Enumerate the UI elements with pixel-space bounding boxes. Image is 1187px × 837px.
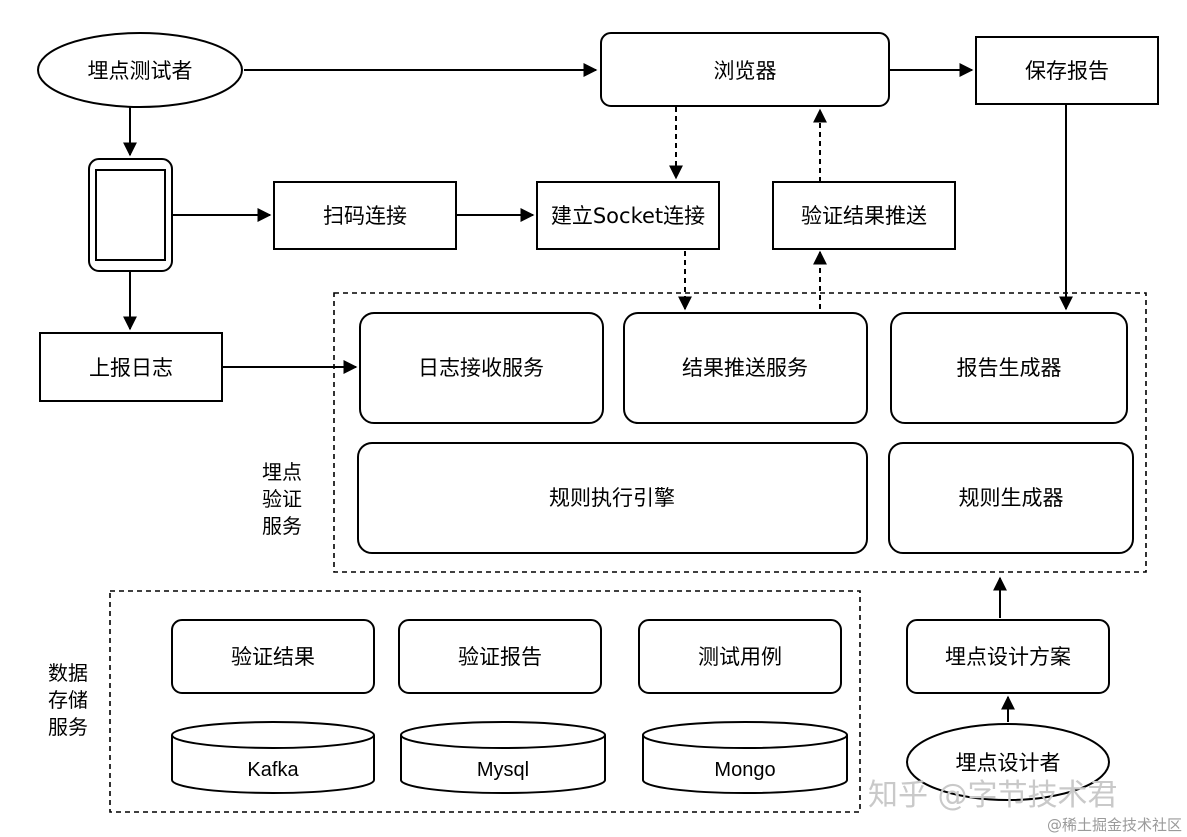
browser-label: 浏览器 — [714, 59, 777, 83]
verify-service-group-label: 埋点 验证 服务 — [262, 460, 302, 538]
scan-connect-label: 扫码连接 — [323, 204, 407, 228]
tester-label: 埋点测试者 — [88, 59, 193, 83]
node-push-service: 结果推送服务 — [623, 312, 868, 424]
result-push-label: 验证结果推送 — [801, 204, 927, 228]
node-scan-connect: 扫码连接 — [273, 181, 457, 250]
rule-engine-label: 规则执行引擎 — [549, 486, 675, 510]
node-tester: 埋点测试者 — [37, 32, 243, 108]
svg-text:数据: 数据 — [48, 661, 88, 685]
svg-text:服务: 服务 — [262, 514, 302, 538]
phone-icon — [88, 158, 173, 272]
edges — [123, 63, 1073, 722]
juejin-watermark: @稀土掘金技术社区 — [1047, 816, 1182, 834]
storage-service-group — [109, 590, 861, 813]
svg-text:存储: 存储 — [48, 688, 88, 712]
node-result-push: 验证结果推送 — [772, 181, 956, 250]
svg-text:验证: 验证 — [262, 487, 302, 511]
verify-result-label: 验证结果 — [231, 645, 315, 669]
node-socket-connect: 建立Socket连接 — [536, 181, 720, 250]
database-kafka-icon: Kafka — [171, 721, 375, 794]
test-case-label: 测试用例 — [698, 645, 782, 669]
svg-text:埋点: 埋点 — [262, 460, 302, 484]
node-save-report: 保存报告 — [975, 36, 1159, 105]
mysql-label: Mysql — [477, 759, 529, 781]
node-test-case: 测试用例 — [638, 619, 842, 694]
socket-connect-label: 建立Socket连接 — [551, 204, 705, 228]
rule-generator-label: 规则生成器 — [959, 486, 1064, 510]
storage-service-group-label: 数据 存储 服务 — [48, 661, 88, 739]
svg-text:服务: 服务 — [48, 715, 88, 739]
verify-service-group — [333, 292, 1147, 573]
node-rule-engine: 规则执行引擎 — [357, 442, 868, 554]
log-service-label: 日志接收服务 — [418, 356, 544, 380]
report-generator-label: 报告生成器 — [957, 356, 1062, 380]
database-mongo-icon: Mongo — [642, 721, 848, 794]
node-report-generator: 报告生成器 — [890, 312, 1128, 424]
verify-report-label: 验证报告 — [458, 645, 542, 669]
node-verify-report: 验证报告 — [398, 619, 602, 694]
push-service-label: 结果推送服务 — [682, 356, 808, 380]
node-upload-log: 上报日志 — [39, 332, 223, 402]
mongo-label: Mongo — [714, 759, 775, 781]
design-plan-label: 埋点设计方案 — [945, 645, 1071, 669]
node-design-plan: 埋点设计方案 — [906, 619, 1110, 694]
save-report-label: 保存报告 — [1025, 59, 1109, 83]
node-log-service: 日志接收服务 — [359, 312, 604, 424]
kafka-label: Kafka — [247, 759, 299, 781]
database-mysql-icon: Mysql — [400, 721, 606, 794]
upload-log-label: 上报日志 — [89, 356, 173, 380]
node-verify-result: 验证结果 — [171, 619, 375, 694]
designer-label: 埋点设计者 — [956, 751, 1061, 775]
zhihu-watermark: 知乎 @字节技术君 — [868, 778, 1118, 813]
node-browser: 浏览器 — [600, 32, 890, 107]
node-rule-generator: 规则生成器 — [888, 442, 1134, 554]
node-designer: 埋点设计者 — [906, 723, 1110, 801]
